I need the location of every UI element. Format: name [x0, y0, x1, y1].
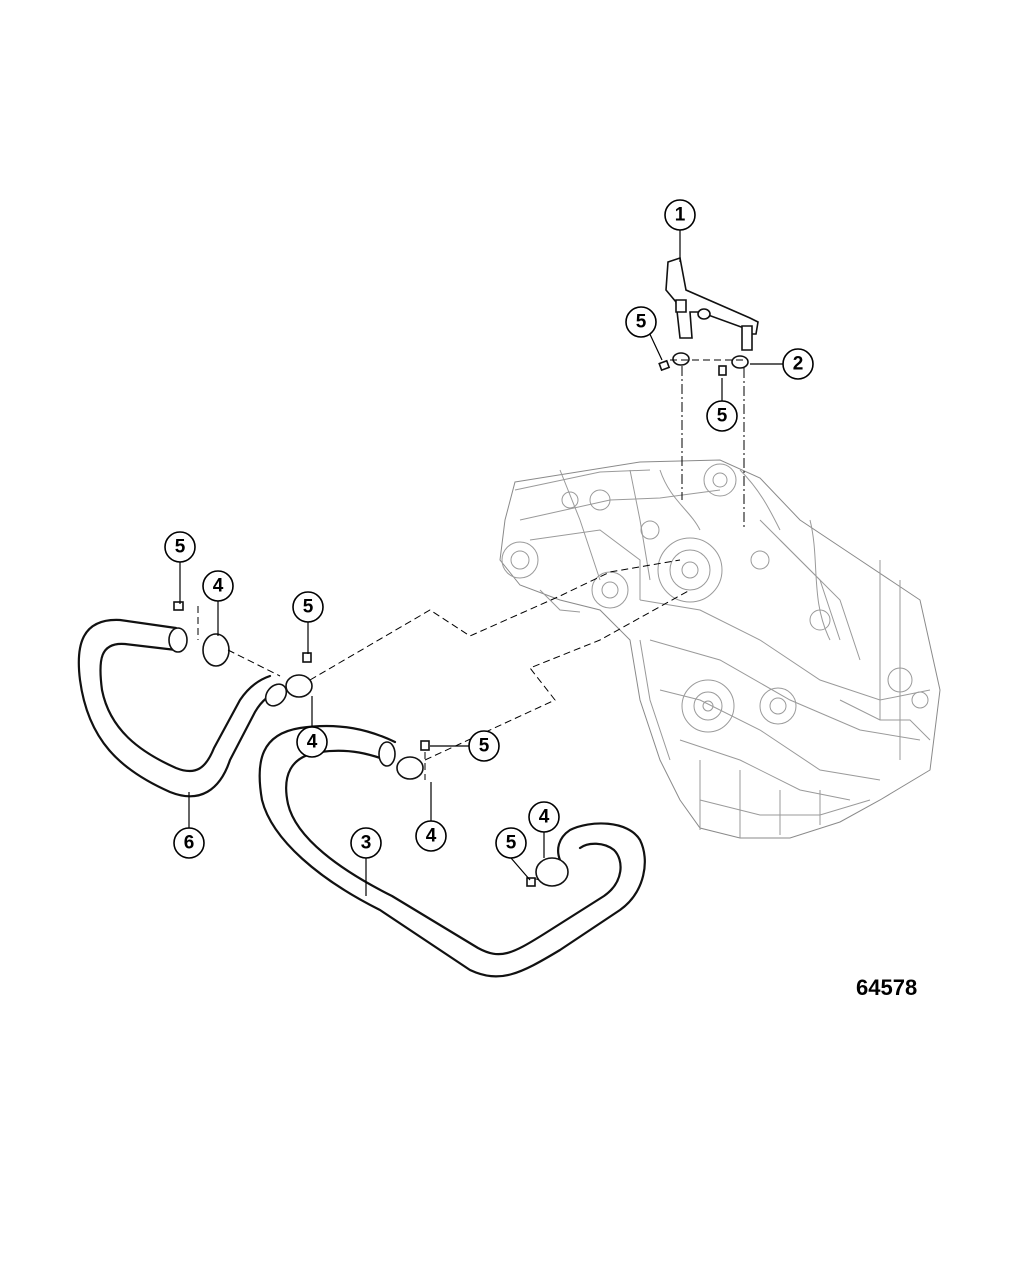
crossover-tube-part	[665, 256, 759, 351]
clip-5-mid	[302, 652, 312, 663]
clip-5-lower	[420, 740, 430, 751]
callout-5-mid: 5	[292, 591, 324, 623]
callout-5-label: 5	[717, 406, 728, 427]
callout-5-label: 5	[636, 312, 647, 333]
callout-4-right: 4	[528, 801, 560, 833]
callout-1: 1	[664, 199, 696, 231]
leader-lines	[179, 230, 783, 896]
callout-5-right: 5	[495, 827, 527, 859]
callout-5-upper-left: 5	[625, 306, 657, 338]
callout-4-label: 4	[307, 732, 318, 753]
callout-4-mid: 4	[296, 726, 328, 758]
callout-5-label: 5	[506, 833, 517, 854]
hose-3-part	[258, 724, 646, 978]
hose-6-part	[77, 606, 313, 798]
upper-fittings	[658, 352, 749, 530]
engine-block-illustration	[499, 459, 941, 839]
clip-5-right	[526, 877, 536, 887]
routing-line-upper	[309, 559, 681, 681]
clip-5-left	[173, 601, 184, 611]
callout-1-label: 1	[675, 205, 686, 226]
callout-4-left: 4	[202, 570, 234, 602]
callout-4-lower: 4	[415, 820, 447, 852]
callout-5-label: 5	[479, 736, 490, 757]
callout-4-label: 4	[426, 826, 437, 847]
callout-6: 6	[173, 827, 205, 859]
callout-2-label: 2	[793, 354, 804, 375]
callout-2: 2	[782, 348, 814, 380]
callout-5-left: 5	[164, 531, 196, 563]
callout-5-label: 5	[175, 537, 186, 558]
callout-5-lower: 5	[468, 730, 500, 762]
callout-3-label: 3	[361, 833, 372, 854]
callout-4-label: 4	[213, 576, 224, 597]
callout-4-label: 4	[539, 807, 550, 828]
callout-5-label: 5	[303, 597, 314, 618]
figure-number: 64578	[856, 975, 918, 1000]
callout-6-label: 6	[184, 833, 195, 854]
callout-3: 3	[350, 827, 382, 859]
callout-5-upper-right: 5	[706, 400, 738, 432]
